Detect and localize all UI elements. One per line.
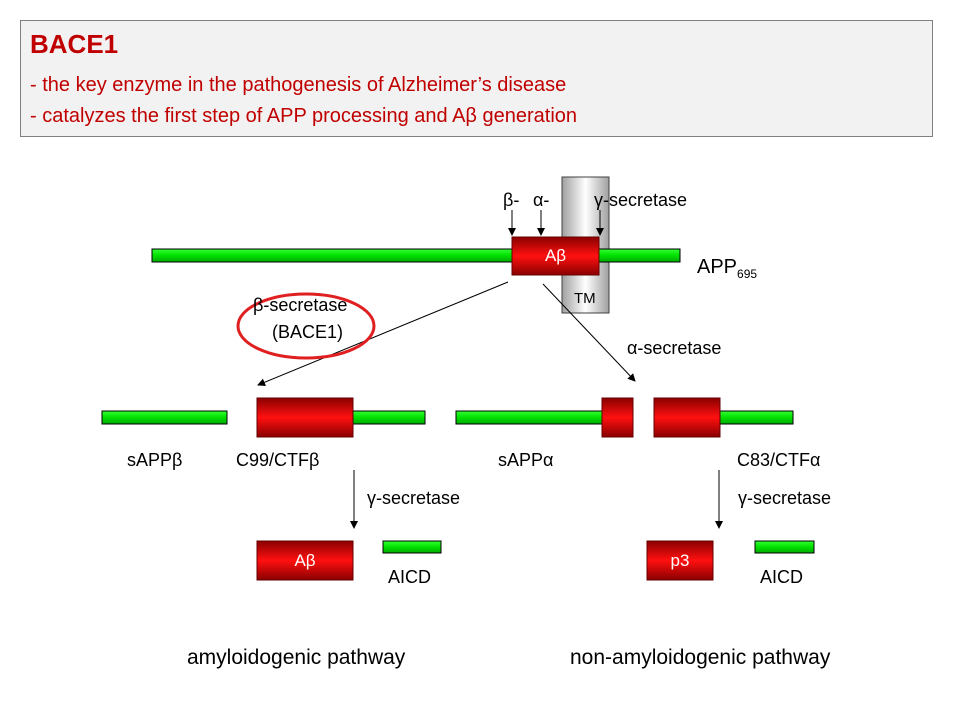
sappb-chain — [101, 410, 228, 425]
right-gamma-label: γ-secretase — [738, 488, 832, 508]
c99-label: C99/CTFβ — [236, 450, 320, 470]
beta-cut-label: β- — [503, 190, 520, 210]
bace1-label-2: (BACE1) — [272, 322, 344, 342]
c99-tail — [351, 410, 426, 425]
app-label: APP695 — [697, 256, 757, 281]
tm-label: TM — [574, 290, 596, 307]
slide-title: BACE1 — [30, 29, 119, 59]
non-amyloidogenic-pathway-label: non-amyloidogenic pathway — [570, 646, 831, 669]
c99-domain — [256, 397, 354, 438]
left-gamma-label: γ-secretase — [367, 488, 461, 508]
sappa-chain — [455, 410, 605, 425]
app-subscript: 695 — [737, 267, 758, 281]
app-chain — [151, 248, 681, 263]
right-aicd-label: AICD — [760, 567, 804, 587]
alpha-cut-label: α- — [533, 190, 550, 210]
beta-pathway-arrow — [257, 281, 509, 387]
left-aicd-chain — [382, 540, 442, 554]
c83-tail — [718, 410, 794, 425]
bace1-highlight-circle — [236, 292, 376, 360]
alpha-secretase-label: α-secretase — [627, 338, 722, 358]
abeta-domain — [511, 236, 600, 276]
left-aicd-label: AICD — [388, 567, 432, 587]
sappa-label: sAPPα — [498, 450, 554, 470]
amyloidogenic-pathway-label: amyloidogenic pathway — [187, 646, 406, 669]
bace1-label-1: β-secretase — [253, 295, 348, 315]
alpha-pathway-arrow — [542, 283, 636, 382]
bullet-1: - the key enzyme in the pathogenesis of … — [30, 74, 567, 96]
sappa-domain — [601, 397, 634, 438]
p3-product-label: p3 — [670, 551, 690, 570]
abeta-product-label: Aβ — [294, 551, 316, 570]
bullet-2: - catalyzes the first step of APP proces… — [30, 105, 578, 127]
c83-label: C83/CTFα — [737, 450, 821, 470]
c83-domain — [653, 397, 721, 438]
gamma-cut-label: γ-secretase — [594, 190, 688, 210]
header-box: BACE1 - the key enzyme in the pathogenes… — [20, 20, 933, 137]
abeta-domain-label: Aβ — [544, 246, 567, 265]
right-aicd-chain — [754, 540, 815, 554]
sappb-label: sAPPβ — [127, 450, 183, 470]
app-label-text: APP — [697, 256, 738, 278]
p3-product — [646, 540, 714, 581]
abeta-product — [256, 540, 354, 581]
